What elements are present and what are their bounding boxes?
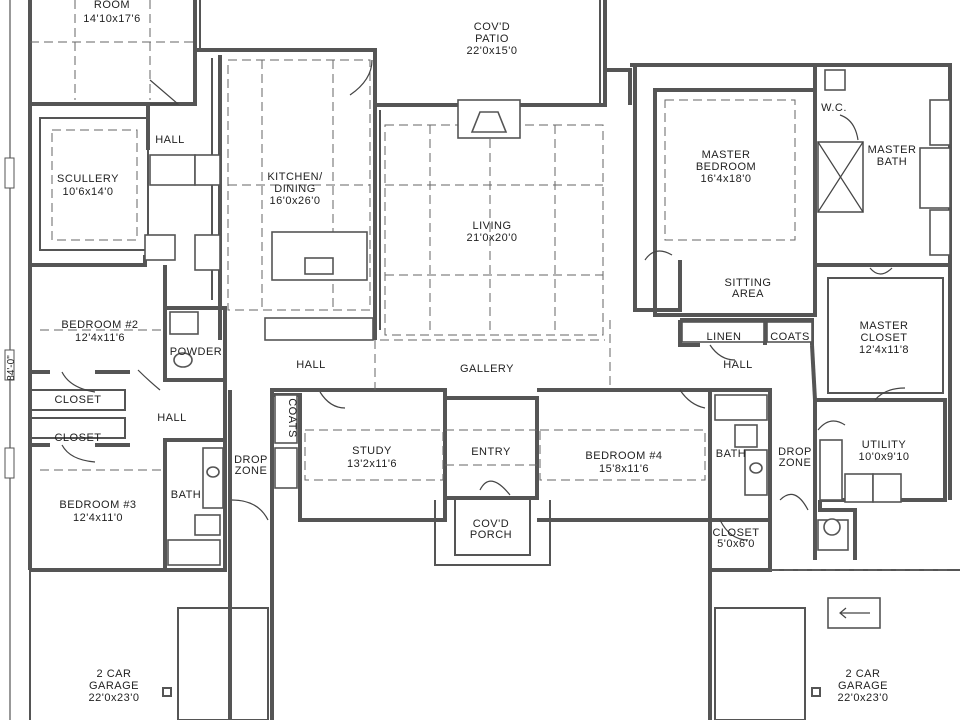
bath-left-label: BATH — [171, 489, 202, 501]
closet-1-label: CLOSET — [54, 394, 101, 406]
study-name: STUDY — [352, 445, 392, 457]
hall-left-label: HALL — [157, 412, 187, 424]
closet-small-label: CLOSET — [712, 527, 759, 539]
garage-left-1: 2 CAR — [97, 668, 132, 680]
powder-label: POWDER — [170, 346, 223, 358]
garage-right-size: 22'0x23'0 — [838, 692, 889, 704]
bedroom-4-name: BEDROOM #4 — [585, 450, 662, 462]
garage-right-1: 2 CAR — [846, 668, 881, 680]
master-bedroom-name-1: MASTER — [702, 149, 751, 161]
living-name: LIVING — [472, 220, 511, 232]
patio-size: 22'0x15'0 — [467, 45, 518, 57]
master-closet-size: 12'4x11'8 — [859, 344, 909, 356]
top-room-size: 14'10x17'6 — [83, 13, 141, 25]
closet-small-size: 5'0x6'0 — [717, 538, 755, 550]
sitting-area-2: AREA — [732, 288, 764, 300]
wc-label: W.C. — [821, 102, 847, 114]
hall-top-label: HALL — [155, 134, 185, 146]
room-labels: ROOM 14'10x17'6 COV'D PATIO 22'0x15'0 HA… — [54, 0, 917, 704]
refrigerator-icon — [194, 234, 221, 271]
drop-zone-right-1: DROP — [778, 446, 812, 458]
drop-zone-left-2: ZONE — [235, 465, 268, 477]
utility-name: UTILITY — [862, 439, 907, 451]
master-bedroom-name-2: BEDROOM — [696, 161, 756, 173]
bedroom-4-size: 15'8x11'6 — [599, 463, 649, 475]
bath-right-label: BATH — [716, 448, 747, 460]
patio-name-2: PATIO — [475, 33, 509, 45]
garage-left-2: GARAGE — [89, 680, 139, 692]
kitchen-size: 16'0x26'0 — [270, 195, 321, 207]
fixtures — [144, 69, 951, 720]
drop-zone-left-1: DROP — [234, 454, 268, 466]
coats-right-label: COATS — [770, 331, 810, 343]
drop-zone-right-2: ZONE — [779, 457, 812, 469]
sink-icon — [304, 257, 334, 275]
master-closet-1: MASTER — [860, 320, 909, 332]
door-swings — [61, 59, 906, 541]
sink-icon — [749, 462, 763, 474]
utility-size: 10'0x9'10 — [859, 451, 910, 463]
closet-2-label: CLOSET — [54, 432, 101, 444]
hall-mid-label: HALL — [296, 359, 326, 371]
ceiling-lines — [30, 0, 950, 571]
master-bedroom-size: 16'4x18'0 — [701, 173, 752, 185]
toilet-icon — [169, 311, 199, 335]
living-size: 21'0x20'0 — [467, 232, 518, 244]
dryer-icon — [872, 473, 902, 503]
study-size: 13'2x11'6 — [347, 458, 397, 470]
coats-left-label: COATS — [286, 398, 298, 438]
sink-icon — [173, 352, 193, 368]
entry-label: ENTRY — [471, 446, 511, 458]
patio-name-1: COV'D — [474, 21, 510, 33]
dimension-line: 84'-0" — [4, 0, 17, 720]
sink-icon — [206, 466, 220, 478]
master-bath-2: BATH — [877, 156, 908, 168]
linen-label: LINEN — [707, 331, 742, 343]
bedroom-2-size: 12'4x11'6 — [75, 332, 125, 344]
bathtub-icon — [167, 539, 221, 566]
garage-left-size: 22'0x23'0 — [89, 692, 140, 704]
overall-depth-label: 84'-0" — [6, 355, 17, 381]
bathtub-icon — [714, 394, 768, 421]
porch-name-2: PORCH — [470, 529, 512, 541]
kitchen-name-1: KITCHEN/ — [267, 171, 323, 183]
top-room-name: ROOM — [94, 0, 130, 11]
kitchen-name-2: DINING — [274, 183, 316, 195]
scullery-name: SCULLERY — [57, 173, 119, 185]
bathtub-icon — [919, 147, 951, 209]
garage-right-2: GARAGE — [838, 680, 888, 692]
toilet-icon — [194, 514, 221, 536]
scullery-size: 10'6x14'0 — [63, 186, 114, 198]
sitting-area-1: SITTING — [725, 277, 772, 289]
gallery-label: GALLERY — [460, 363, 514, 375]
hall-right-label: HALL — [723, 359, 753, 371]
porch-name-1: COV'D — [473, 518, 509, 530]
master-closet-2: CLOSET — [860, 332, 907, 344]
toilet-icon — [824, 69, 846, 91]
bedroom-2-name: BEDROOM #2 — [61, 319, 138, 331]
toilet-icon — [734, 424, 758, 448]
master-bath-1: MASTER — [868, 144, 917, 156]
bedroom-3-size: 12'4x11'0 — [73, 512, 123, 524]
bedroom-3-name: BEDROOM #3 — [59, 499, 136, 511]
washer-icon — [844, 473, 874, 503]
